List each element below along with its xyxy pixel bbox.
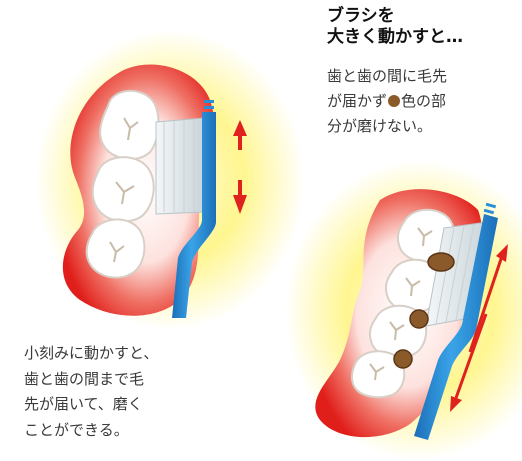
toothbrush-handle bbox=[414, 214, 498, 440]
desc-line-2-a: が届かず bbox=[327, 92, 388, 110]
bottom-line-2: 歯と歯の間まで毛 bbox=[24, 369, 145, 388]
up-down-arrow-icon bbox=[233, 120, 247, 214]
toothbrush bbox=[414, 202, 498, 440]
brown-dot-icon bbox=[427, 252, 455, 272]
tooth bbox=[350, 350, 406, 399]
tooth bbox=[91, 156, 155, 223]
desc-line-3: 分が磨けない。 bbox=[327, 117, 433, 135]
diagonal-double-arrow-icon bbox=[450, 244, 508, 412]
brown-dot-icon bbox=[409, 309, 429, 329]
brown-dot-icon bbox=[388, 95, 401, 107]
tooth bbox=[85, 218, 146, 279]
large-strokes-scene bbox=[285, 160, 522, 460]
toothbrush bbox=[155, 100, 216, 318]
desc-line-2-b: 色の部 bbox=[401, 92, 447, 110]
title-line-1: ブラシを bbox=[327, 6, 395, 26]
plaque-markers bbox=[393, 252, 455, 369]
tooth bbox=[99, 89, 160, 161]
toothbrush-bristles bbox=[155, 117, 205, 215]
desc-line-1: 歯と歯の間に毛先 bbox=[327, 67, 448, 85]
toothbrush-handle bbox=[172, 112, 216, 318]
title-line-2: 大きく動かすと… bbox=[327, 27, 463, 47]
small-strokes-scene bbox=[35, 30, 305, 330]
top-caption-title: ブラシを 大きく動かすと… bbox=[327, 6, 522, 48]
bottom-caption: 小刻みに動かすと、 歯と歯の間まで毛 先が届いて、磨く ことができる。 bbox=[24, 341, 224, 443]
bottom-line-3: 先が届いて、磨く bbox=[24, 395, 143, 413]
bottom-line-4: ことができる。 bbox=[24, 420, 129, 439]
bottom-line-1: 小刻みに動かすと、 bbox=[24, 344, 159, 362]
desc-line-2: が届かず色の部 bbox=[327, 89, 517, 114]
brown-dot-icon bbox=[393, 349, 413, 369]
top-caption-description: 歯と歯の間に毛先 が届かず色の部 分が磨けない。 bbox=[327, 64, 517, 139]
teeth bbox=[85, 89, 160, 279]
